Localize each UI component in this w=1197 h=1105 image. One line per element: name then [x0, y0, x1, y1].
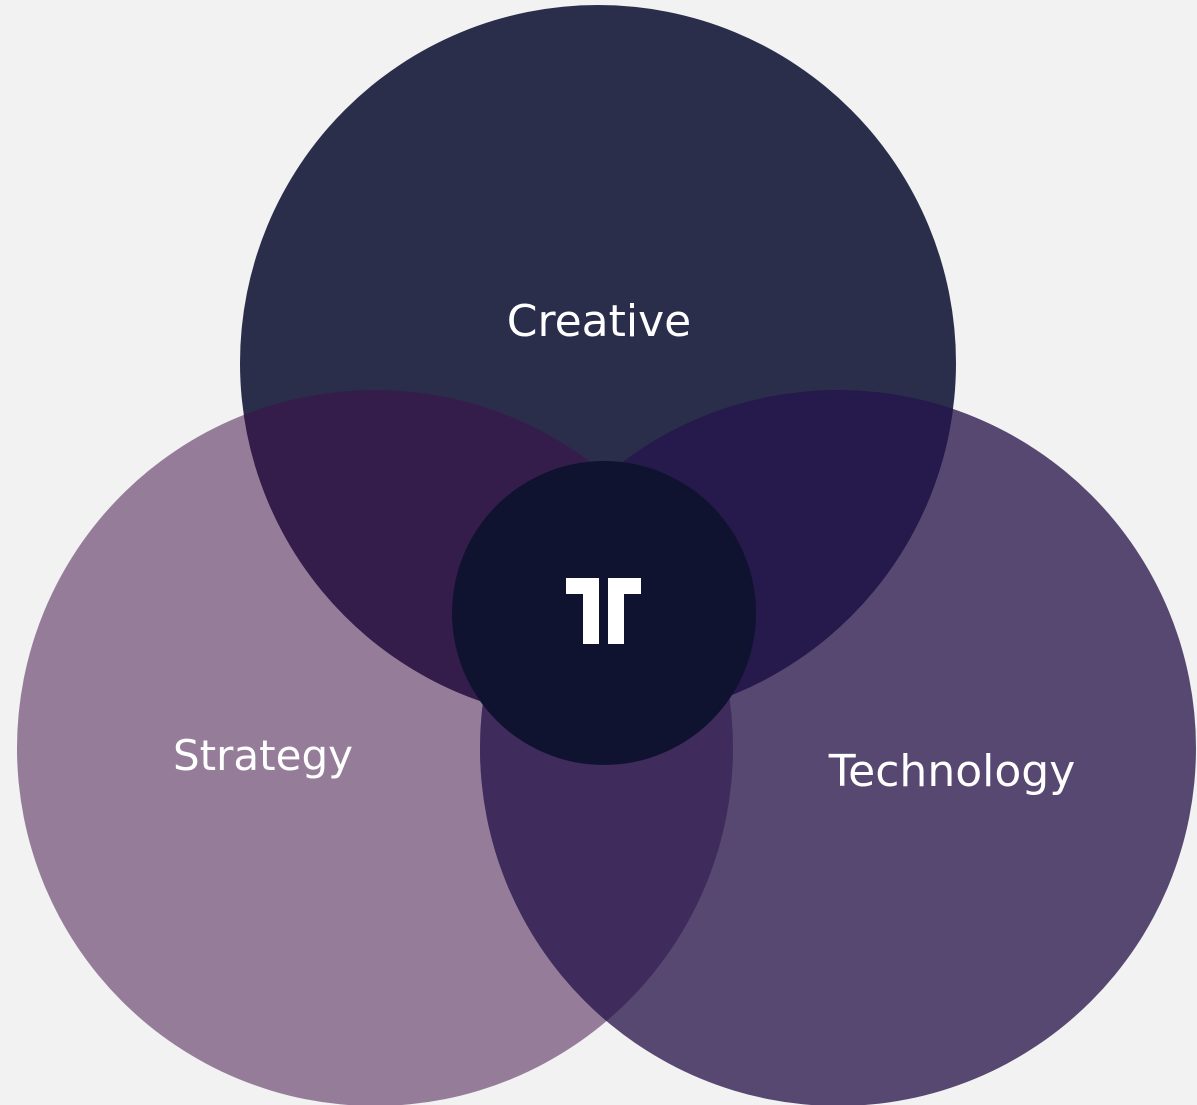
- tt-monogram-logo: [566, 578, 641, 644]
- strategy-label: Strategy: [173, 731, 353, 780]
- technology-label: Technology: [828, 746, 1075, 797]
- creative-label: Creative: [507, 296, 691, 347]
- center-core-circle: [452, 461, 756, 765]
